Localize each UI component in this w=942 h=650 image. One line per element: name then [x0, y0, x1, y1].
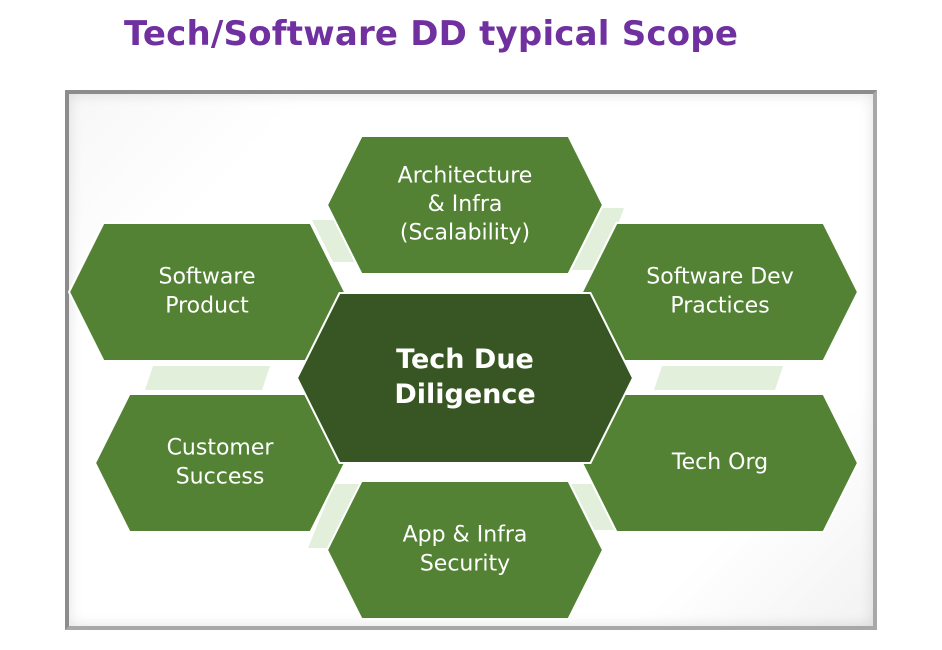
hex-software-dev-label-line: Software Dev [646, 265, 793, 290]
page-title: Tech/Software DD typical Scope [124, 14, 739, 54]
hex-security-label-line: App & Infra [403, 523, 528, 548]
hex-security-label-line: Security [420, 551, 510, 576]
connector-band [145, 366, 270, 390]
hex-software-dev-shape [580, 222, 860, 362]
hex-architecture: Architecture & Infra (Scalability) [325, 135, 605, 275]
hex-architecture-label-line: & Infra [428, 192, 503, 217]
hex-customer-success-shape [93, 393, 347, 533]
hex-tech-org: Tech Org [580, 393, 860, 533]
hex-center-tech-due-diligence-label-line: Tech Due [396, 344, 534, 375]
hex-software-product-label-line: Software [159, 265, 256, 290]
hex-software-product-shape [67, 222, 347, 362]
hex-center-tech-due-diligence-label-line: Diligence [394, 379, 535, 410]
hex-customer-success-label-line: Success [176, 464, 265, 489]
connector-band [654, 366, 783, 390]
hexagons: Architecture & Infra (Scalability) Software… [67, 135, 860, 620]
connector-band [568, 484, 622, 530]
hex-software-product-label-line: Product [165, 293, 249, 318]
hex-architecture-label-line: Architecture [398, 163, 533, 188]
hex-tech-org-label-line: Tech Org [671, 450, 768, 475]
hex-software-dev-label-line: Practices [670, 293, 769, 318]
hex-center-tech-due-diligence-shape [295, 292, 635, 464]
hex-security-shape [325, 480, 605, 620]
hex-architecture-shape [325, 135, 605, 275]
hex-customer-success-label-line: Customer [167, 436, 275, 461]
connector-band [569, 208, 624, 270]
hex-architecture-label-line: (Scalability) [400, 221, 530, 246]
